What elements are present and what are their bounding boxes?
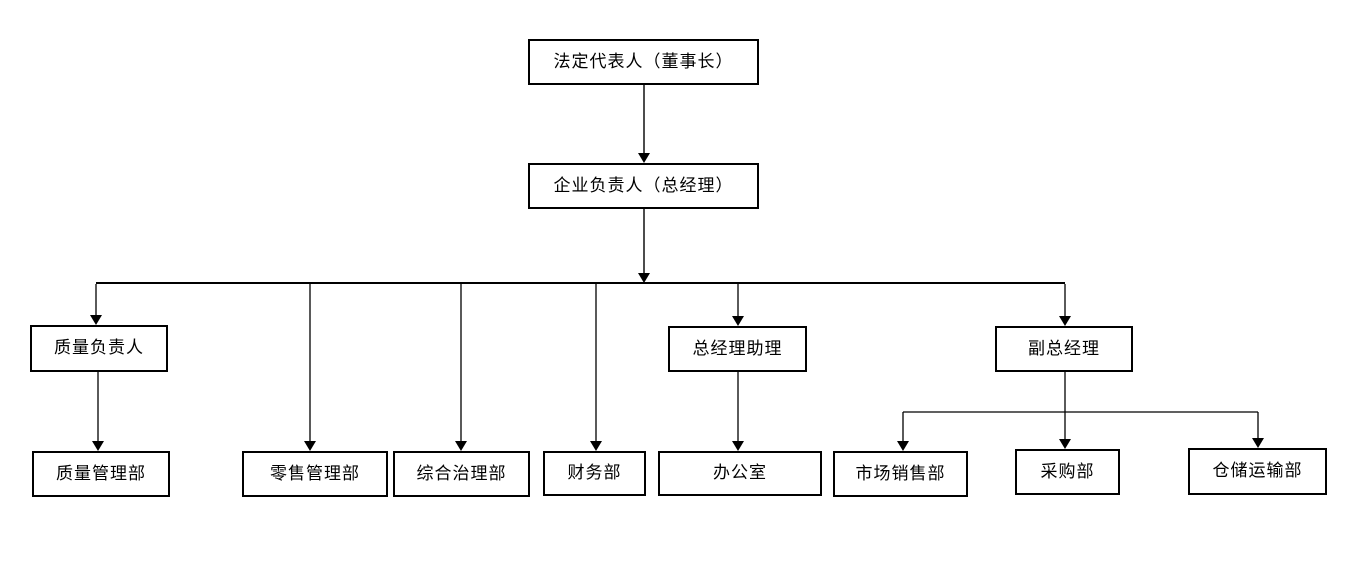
node-retail-management-dept-label: 零售管理部 <box>270 463 360 484</box>
node-general-manager: 企业负责人（总经理） <box>528 163 759 209</box>
edge-to-sales-dept <box>897 412 909 451</box>
node-quality-management-dept-label: 质量管理部 <box>56 463 146 484</box>
node-legal-representative-label: 法定代表人（董事长） <box>553 51 734 72</box>
edge-to-purchasing-dept <box>1059 412 1071 449</box>
edge-to-governance-dept <box>455 284 467 451</box>
node-legal-representative: 法定代表人（董事长） <box>528 39 759 85</box>
node-general-manager-label: 企业负责人（总经理） <box>553 175 734 196</box>
edge-to-quality-director <box>90 284 102 325</box>
node-quality-director-label: 质量负责人 <box>54 338 144 358</box>
node-office-label: 办公室 <box>713 463 767 483</box>
distribution-line-deputy-gm <box>903 372 1258 413</box>
node-marketing-sales-dept: 市场销售部 <box>833 451 968 497</box>
edge-to-gm-assistant <box>732 284 744 326</box>
node-deputy-general-manager: 副总经理 <box>995 326 1133 372</box>
edge-quality-director-to-quality-dept <box>92 372 104 451</box>
node-comprehensive-governance-dept: 综合治理部 <box>393 451 530 497</box>
edge-to-deputy-gm <box>1059 284 1071 326</box>
node-deputy-general-manager-label: 副总经理 <box>1028 338 1100 359</box>
node-marketing-sales-dept-label: 市场销售部 <box>855 463 946 484</box>
node-gm-assistant-label: 总经理助理 <box>692 338 783 359</box>
edge-to-warehouse-dept <box>1252 412 1264 448</box>
edge-gm-to-distribution-line <box>638 209 650 283</box>
edge-gm-assistant-to-office <box>732 372 744 451</box>
node-purchasing-dept-label: 采购部 <box>1040 461 1095 482</box>
edge-to-retail-dept <box>304 284 316 451</box>
node-finance-dept: 财务部 <box>543 451 646 496</box>
node-retail-management-dept: 零售管理部 <box>242 451 388 497</box>
node-gm-assistant: 总经理助理 <box>668 326 807 372</box>
node-comprehensive-governance-dept-label: 综合治理部 <box>416 463 507 484</box>
node-warehouse-transport-dept: 仓储运输部 <box>1188 448 1327 495</box>
node-finance-dept-label: 财务部 <box>567 463 622 483</box>
edge-to-finance-dept <box>590 284 602 451</box>
node-office: 办公室 <box>658 451 822 496</box>
node-warehouse-transport-dept-label: 仓储运输部 <box>1212 461 1303 481</box>
node-purchasing-dept: 采购部 <box>1015 449 1120 495</box>
edge-chairman-to-gm <box>638 85 650 163</box>
node-quality-management-dept: 质量管理部 <box>32 451 170 497</box>
node-quality-director: 质量负责人 <box>30 325 168 372</box>
